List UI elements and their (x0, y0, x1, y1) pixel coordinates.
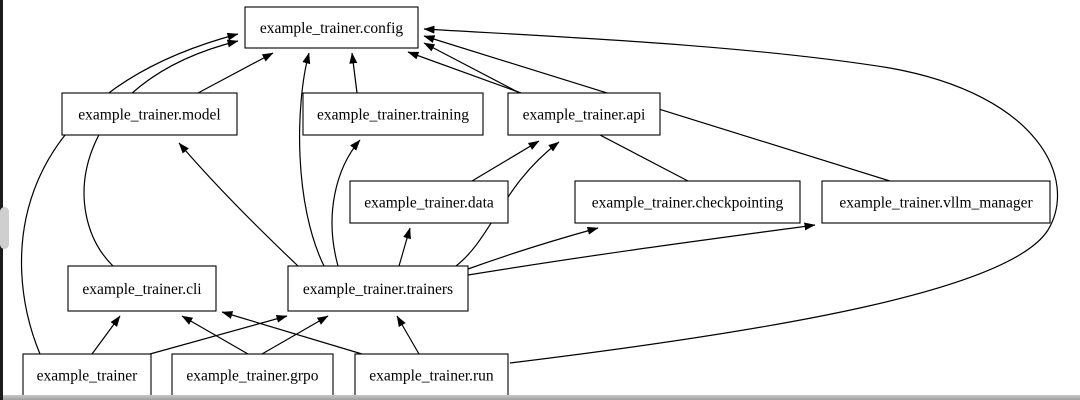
edge-api-config (407, 51, 522, 94)
edge-trainers-config (298, 52, 325, 267)
node-config-box (244, 6, 419, 49)
node-checkpointing-label: example_trainer.checkpointing (592, 195, 784, 212)
node-cli: example_trainer.cli (67, 265, 217, 312)
edge-run-config (423, 25, 1059, 364)
edge-training-config (349, 52, 358, 94)
node-cli-label: example_trainer.cli (82, 281, 202, 298)
edge-grpo-trainers (261, 315, 329, 355)
edge-trainers-training (331, 139, 361, 267)
node-checkpointing: example_trainer.checkpointing (574, 180, 801, 224)
node-vllm-manager-label: example_trainer.vllm_manager (839, 195, 1033, 212)
node-cli-box (67, 265, 217, 312)
scrollbar-thumb[interactable] (0, 207, 9, 249)
edge-example_trainer-cli (91, 315, 121, 355)
node-trainers: example_trainer.trainers (287, 265, 469, 312)
edge-trainers-checkpointing (467, 226, 599, 270)
node-api: example_trainer.api (507, 92, 661, 136)
edge-example_trainer-config (20, 32, 239, 355)
node-example-trainer: example_trainer (22, 353, 152, 397)
nodes: example_trainer.config example_trainer.m… (22, 6, 1051, 397)
edge-model-config (197, 52, 274, 94)
edge-cli-config (83, 39, 239, 267)
edge-run-trainers (396, 315, 420, 355)
node-api-label: example_trainer.api (523, 107, 646, 124)
node-data: example_trainer.data (349, 180, 509, 224)
node-config-label: example_trainer.config (260, 20, 404, 37)
node-data-label: example_trainer.data (364, 195, 494, 212)
node-example-trainer-label: example_trainer (37, 368, 139, 385)
node-run-label: example_trainer.run (369, 368, 494, 385)
node-vllm-manager: example_trainer.vllm_manager (821, 180, 1051, 224)
node-api-box (507, 92, 661, 136)
node-run: example_trainer.run (354, 353, 509, 397)
node-trainers-label: example_trainer.trainers (303, 281, 453, 298)
bottom-window-edge (0, 395, 1080, 400)
node-data-box (349, 180, 509, 224)
node-grpo-label: example_trainer.grpo (186, 368, 318, 385)
node-training-box (302, 92, 484, 136)
node-training-label: example_trainer.training (317, 107, 469, 124)
node-checkpointing-box (574, 180, 801, 224)
node-model-box (61, 92, 238, 136)
edge-trainers-model (178, 142, 299, 267)
node-trainers-box (287, 265, 469, 312)
edge-grpo-cli (181, 315, 249, 355)
node-grpo-box (171, 353, 334, 397)
node-training: example_trainer.training (302, 92, 484, 136)
window-left-border (0, 0, 3, 400)
node-run-box (354, 353, 509, 397)
edge-example_trainer-trainers (149, 314, 288, 355)
node-grpo: example_trainer.grpo (171, 353, 334, 397)
edge-run-cli (221, 311, 363, 355)
edges (20, 25, 1059, 364)
node-model: example_trainer.model (61, 92, 238, 136)
node-model-label: example_trainer.model (78, 107, 220, 124)
node-vllm-manager-box (821, 180, 1051, 224)
edge-trainers-data (398, 227, 411, 267)
edge-trainers-vllm_manager (467, 222, 816, 276)
node-config: example_trainer.config (244, 6, 419, 49)
node-example-trainer-box (22, 353, 152, 397)
edge-data-api (471, 140, 540, 182)
